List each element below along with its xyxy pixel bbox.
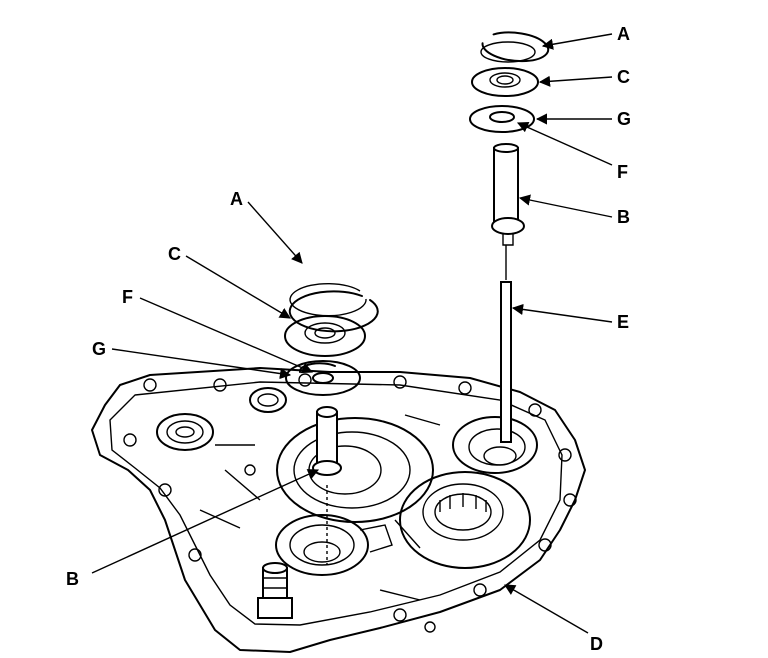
label-f-right: F [617, 162, 628, 182]
left-bearing-boss [156, 413, 214, 451]
label-b-left: B [66, 569, 79, 589]
leader-lines [91, 33, 613, 634]
label-a-left: A [230, 189, 243, 209]
label-d-housing: D [590, 634, 603, 654]
gear-hub [399, 471, 531, 569]
upper-bearing-boss [249, 387, 287, 413]
label-a-right: A [617, 24, 630, 44]
snap-ring-a-right [481, 31, 550, 63]
right-shaft-assembly [469, 31, 550, 443]
plate-c-right [471, 67, 539, 97]
label-c-right: C [617, 67, 630, 87]
label-f-left: F [122, 287, 133, 307]
plate-c-left [284, 315, 366, 357]
shaft-b-left [312, 406, 342, 565]
callout-labels: A C G F B E A C F G B D [66, 24, 631, 654]
housing-bolt-bosses [123, 373, 577, 633]
label-c-left: C [168, 244, 181, 264]
transmission-housing [91, 367, 586, 653]
connector-plug [257, 562, 293, 619]
label-e-right: E [617, 312, 629, 332]
right-shaft-boss [452, 416, 538, 474]
lower-bearing [275, 514, 393, 576]
label-b-right: B [617, 207, 630, 227]
shaft-b-right [491, 143, 525, 246]
label-g-left: G [92, 339, 106, 359]
rod-e-right [500, 245, 512, 443]
snap-ring-a-left [288, 282, 379, 333]
left-shaft-assembly [284, 282, 379, 565]
seal-g-right [469, 105, 535, 133]
label-g-right: G [617, 109, 631, 129]
central-boss [276, 417, 434, 523]
